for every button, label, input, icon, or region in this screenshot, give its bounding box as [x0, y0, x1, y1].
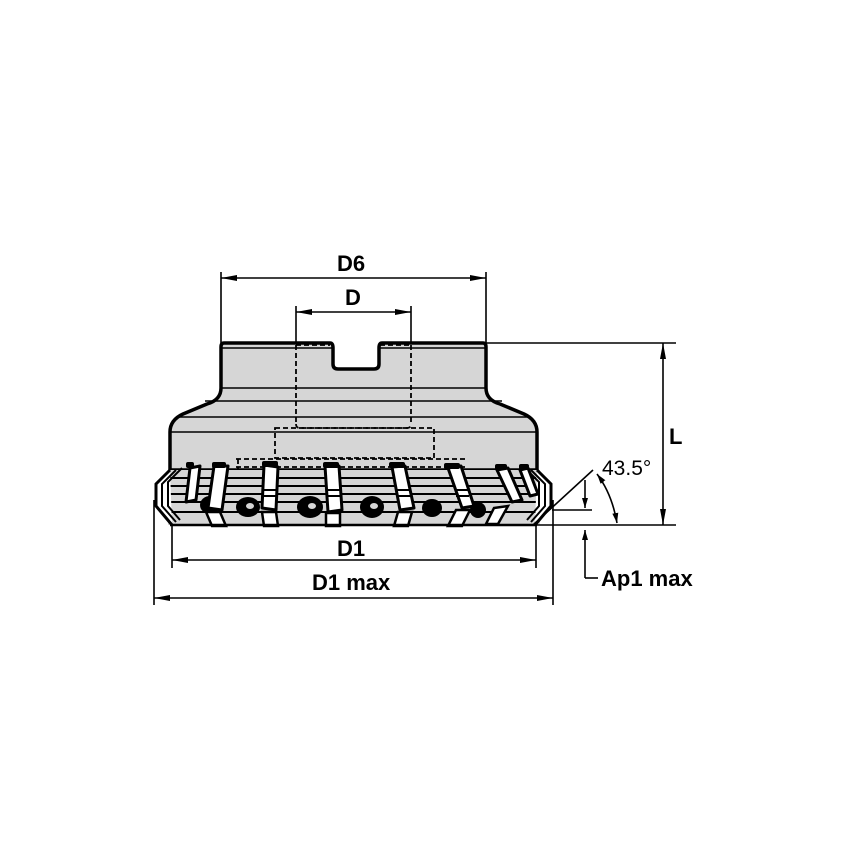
dimension-label-angle: 43.5°	[602, 457, 652, 480]
dimension-label-d6: D6	[337, 251, 366, 276]
dimension-label-d1: D1	[337, 536, 366, 561]
dimension-label-l: L	[669, 424, 683, 449]
cutting-inserts	[154, 461, 553, 528]
dimension-label-d1-max: D1 max	[312, 570, 391, 595]
dimension-label-ap1-max: Ap1 max	[601, 566, 693, 591]
body-silhouette	[168, 341, 539, 472]
dimension-label-d: D	[345, 285, 361, 310]
cutter-body	[168, 341, 539, 500]
dimension-lines	[153, 272, 676, 605]
